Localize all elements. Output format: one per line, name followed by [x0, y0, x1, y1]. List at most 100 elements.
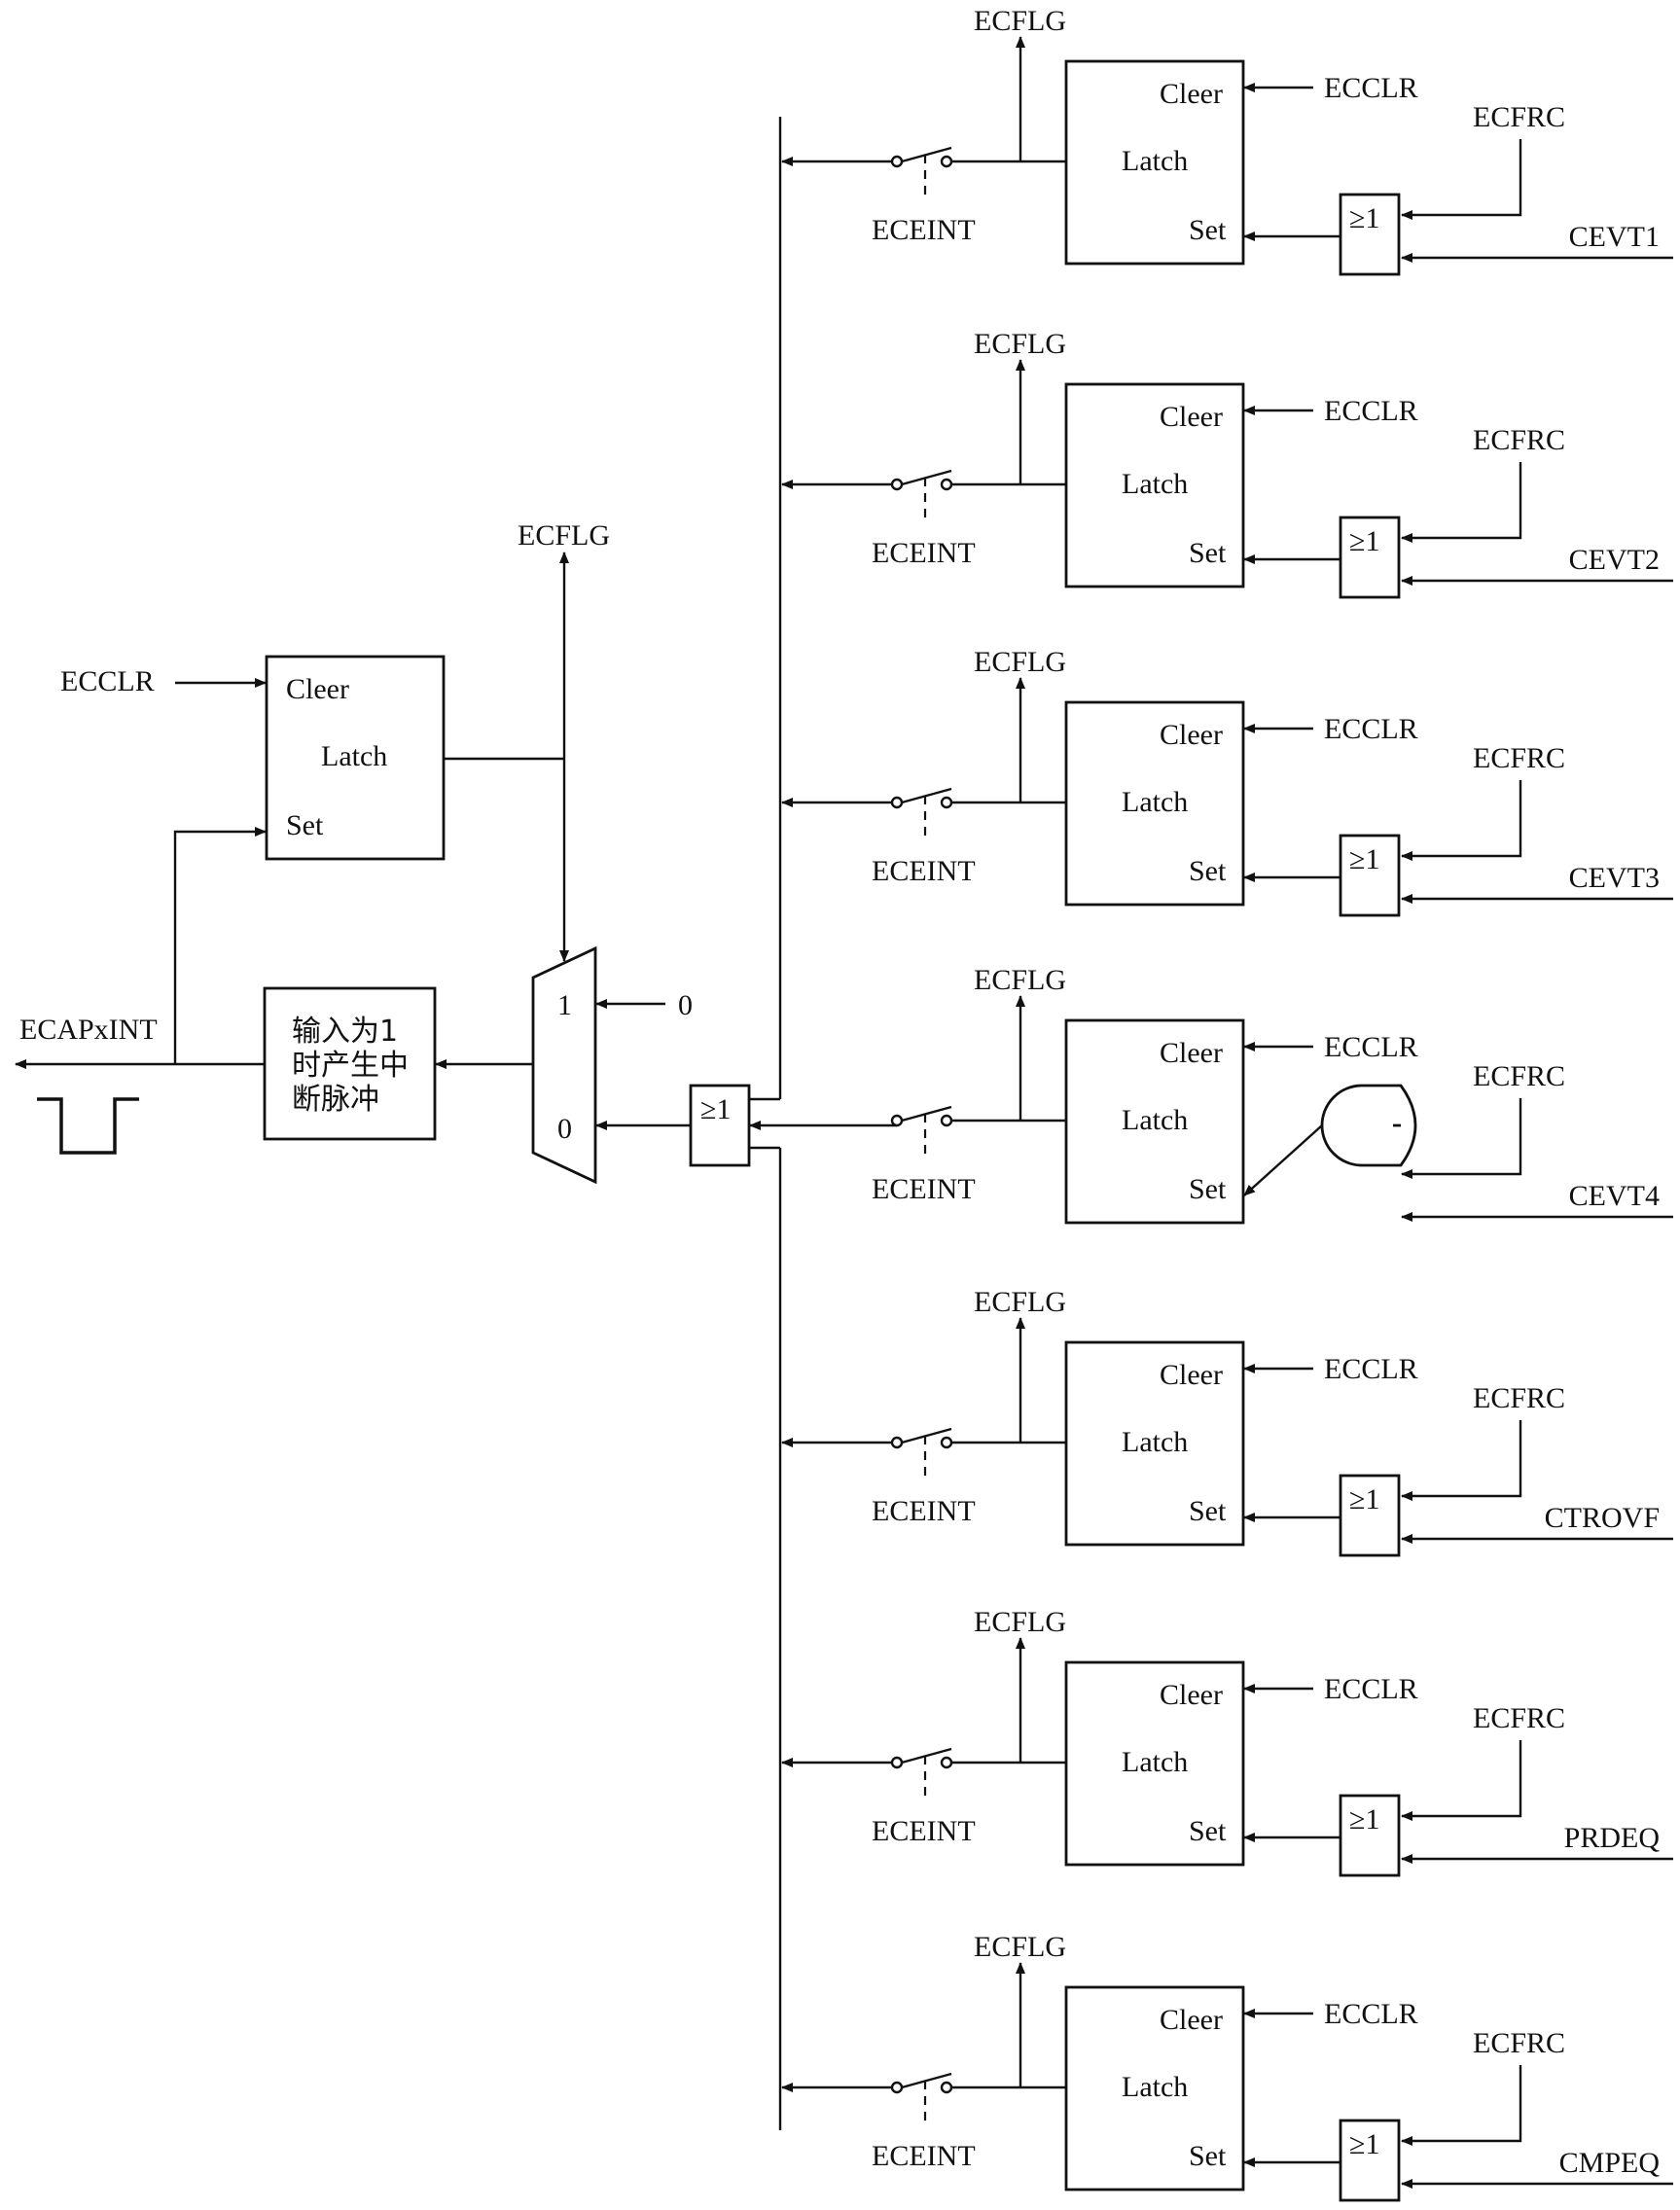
channel-1-ecflg-label: ECFLG [974, 5, 1066, 37]
channel-6-event-label: PRDEQ [1564, 1822, 1661, 1854]
channel-1-latch-box [1064, 59, 1245, 266]
pulse-generator-line1: 输入为1 [292, 1015, 398, 1049]
channel-1-clear-label: Cleer [1160, 78, 1223, 110]
channel-1-event-label: CEVT1 [1569, 221, 1660, 253]
channel-1-switch-contact-left [890, 155, 904, 168]
main-latch-box [265, 655, 446, 861]
channel-3-clear-label: Cleer [1160, 719, 1223, 751]
channel-2-latch-label: Latch [1122, 468, 1188, 500]
mux-shape [531, 945, 597, 1185]
channel-1-ecfrc-label: ECFRC [1473, 101, 1565, 133]
channel-2: CleerLatchSetECCLRECFLGECEINT≥1ECFRCCEVT… [781, 328, 1673, 599]
channel-4-eceint-label: ECEINT [872, 1173, 976, 1205]
channel-1-set-label: Set [1189, 214, 1227, 246]
channel-1-or-gate [1339, 193, 1401, 276]
channel-5-ecfrc-wire [1401, 1420, 1522, 1501]
channel-1-eceint-label: ECEINT [872, 214, 976, 246]
channel-7-switch-blade [901, 2072, 952, 2089]
mux-input-0-label: 0 [557, 1113, 572, 1145]
channel-7-ecclr-label: ECCLR [1324, 1998, 1418, 2030]
channel-6-or-gate [1339, 1794, 1401, 1877]
channel-4-ecflg-label: ECFLG [974, 964, 1066, 996]
channel-4-set-label: Set [1189, 1173, 1227, 1205]
channel-7-ecflg-label: ECFLG [974, 1931, 1066, 1963]
channel-2-ecfrc-wire [1401, 462, 1522, 543]
channel-6: CleerLatchSetECCLRECFLGECEINT≥1ECFRCPRDE… [781, 1606, 1673, 1877]
channel-5-ecclr-label: ECCLR [1324, 1353, 1418, 1385]
channel-3-ecfrc-wire [1401, 780, 1522, 861]
channel-2-set-label: Set [1189, 537, 1227, 569]
channel-3-switch-contact-right [940, 796, 953, 809]
channel-5: CleerLatchSetECCLRECFLGECEINT≥1ECFRCCTRO… [781, 1286, 1673, 1557]
channel-1-ecfrc-wire [1401, 139, 1522, 220]
channel-7-event-label: CMPEQ [1559, 2147, 1661, 2179]
channel-7: CleerLatchSetECCLRECFLGECEINT≥1ECFRCCMPE… [781, 1931, 1673, 2202]
main-latch-latch-label: Latch [321, 740, 387, 772]
channel-4-clear-label: Cleer [1160, 1037, 1223, 1069]
channel-3-eceint-label: ECEINT [872, 855, 976, 887]
main-interrupt-section: Cleer Latch Set ECCLR ECFLG 1 0 0 输入为1 时… [15, 117, 897, 2130]
channel-6-or-gate-label: ≥1 [1349, 1803, 1379, 1836]
channel-6-clear-label: Cleer [1160, 1679, 1223, 1711]
channel-4-gate-to-set-wire [1243, 1124, 1323, 1196]
channel-2-latch-box [1064, 382, 1245, 588]
channel-2-switch-contact-right [940, 478, 953, 491]
channel-1-or-gate-label: ≥1 [1349, 202, 1379, 234]
channel-2-ecclr-label: ECCLR [1324, 395, 1418, 427]
channel-5-set-label: Set [1189, 1495, 1227, 1527]
channel-7-latch-box [1064, 1985, 1245, 2192]
channel-4-switch-contact-right [940, 1114, 953, 1127]
channel-5-switch-blade [901, 1427, 952, 1444]
channel-3-latch-box [1064, 700, 1245, 907]
channel-7-ecfrc-label: ECFRC [1473, 2027, 1565, 2059]
channel-6-switch-contact-right [940, 1756, 953, 1769]
channel-6-ecclr-label: ECCLR [1324, 1673, 1418, 1705]
channel-2-switch-blade [901, 469, 952, 486]
channel-5-ecflg-label: ECFLG [974, 1286, 1066, 1318]
channel-7-switch-contact-left [890, 2081, 904, 2094]
channel-5-latch-label: Latch [1122, 1426, 1188, 1458]
mux-input-1-label: 1 [557, 989, 572, 1021]
channel-1: CleerLatchSetECCLRECFLGECEINT≥1ECFRCCEVT… [781, 5, 1673, 276]
channel-4-event-label: CEVT4 [1569, 1180, 1660, 1212]
channel-6-ecfrc-wire [1401, 1740, 1522, 1821]
channel-7-ecfrc-wire [1401, 2065, 1522, 2146]
channel-7-eceint-label: ECEINT [872, 2140, 976, 2172]
main-ecflg-label: ECFLG [518, 519, 610, 552]
channel-1-switch-blade [901, 146, 952, 163]
channel-6-switch-blade [901, 1747, 952, 1764]
channel-6-ecfrc-label: ECFRC [1473, 1702, 1565, 1734]
channel-2-clear-label: Cleer [1160, 401, 1223, 433]
event-channels: CleerLatchSetECCLRECFLGECEINT≥1ECFRCCEVT… [781, 5, 1673, 2202]
channel-3: CleerLatchSetECCLRECFLGECEINT≥1ECFRCCEVT… [781, 646, 1673, 917]
ecapxint-label: ECAPxINT [19, 1014, 158, 1046]
channel-5-switch-contact-left [890, 1436, 904, 1449]
channel-3-or-gate-label: ≥1 [1349, 843, 1379, 875]
channel-5-latch-box [1064, 1340, 1245, 1547]
main-or-gate-label: ≥1 [700, 1093, 731, 1125]
channel-7-latch-label: Latch [1122, 2071, 1188, 2103]
channel-7-switch-contact-right [940, 2081, 953, 2094]
channel-4-latch-box [1064, 1018, 1245, 1225]
channel-5-event-label: CTROVF [1545, 1502, 1660, 1534]
channel-2-ecflg-label: ECFLG [974, 328, 1066, 360]
channel-6-latch-box [1064, 1660, 1245, 1867]
channel-6-latch-label: Latch [1122, 1746, 1188, 1778]
channel-2-or-gate-label: ≥1 [1349, 525, 1379, 557]
channel-3-switch-contact-left [890, 796, 904, 809]
channel-4-ecfrc-label: ECFRC [1473, 1060, 1565, 1092]
channel-1-switch-contact-right [940, 155, 953, 168]
channel-2-switch-contact-left [890, 478, 904, 491]
main-or-gate [689, 1084, 751, 1167]
channel-5-ecfrc-label: ECFRC [1473, 1382, 1565, 1414]
channel-6-set-label: Set [1189, 1815, 1227, 1847]
channel-3-ecfrc-label: ECFRC [1473, 742, 1565, 774]
channel-7-or-gate [1339, 2119, 1401, 2202]
channel-6-ecflg-label: ECFLG [974, 1606, 1066, 1638]
channel-4-switch-contact-left [890, 1114, 904, 1127]
channel-3-ecflg-label: ECFLG [974, 646, 1066, 678]
channel-4-ecclr-label: ECCLR [1324, 1031, 1418, 1063]
channel-5-switch-contact-right [940, 1436, 953, 1449]
